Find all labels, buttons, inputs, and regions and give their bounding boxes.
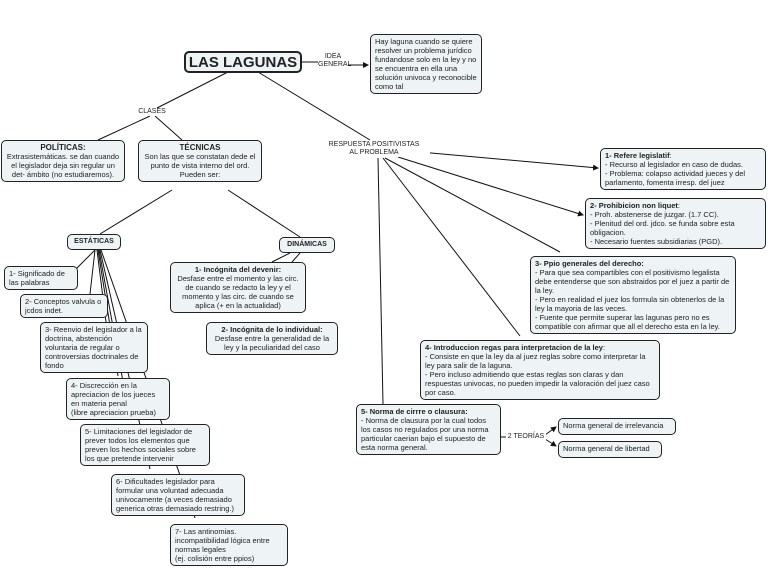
respuesta-1-node[interactable]: 1- Refere legislatif:- Recurso al legisl… (600, 148, 766, 190)
teoria-libertad-node[interactable]: Norma general de libertad (558, 441, 662, 458)
dinamica-1-text: Desfase entre el momento y las circ. de … (177, 274, 299, 310)
respuesta-2-node[interactable]: 2- Prohibicion non liquet:- Proh. absten… (585, 198, 766, 249)
teoria-irrelevancia-node[interactable]: Norma general de irrelevancia (558, 418, 676, 435)
link-label-2-teorias: 2 TEORÍAS (506, 433, 546, 441)
respuesta-1-text: - Recurso al legislador en caso de dudas… (605, 160, 746, 187)
dinamica-2-heading: 2- Incógnita de lo individual: (221, 325, 323, 334)
respuesta-5-node[interactable]: 5- Norma de cirrre o clausura:- Norma de… (356, 404, 501, 455)
estatica-item-1[interactable]: 1- Significado de las palabras (4, 266, 78, 290)
respuesta-1-heading: 1- Refere legislatif (605, 151, 670, 160)
respuesta-3-node[interactable]: 3- Ppio generales del derecho:- Para que… (530, 256, 736, 334)
respuesta-5-text: - Norma de clausura por la cual todos lo… (361, 416, 489, 452)
dinamica-item-2[interactable]: 2- Incógnita de lo individual:Desfase en… (206, 322, 338, 355)
dinamica-2-text: Desfase entre la generalidad de la ley y… (214, 334, 330, 352)
tecnicas-heading: TÉCNICAS (179, 143, 221, 152)
estatica-item-5[interactable]: 5- Limitaciones del legislador de prever… (80, 424, 210, 466)
estatica-item-4[interactable]: 4- Discrección en la apreciacion de los … (66, 378, 170, 420)
respuesta-3-heading: 3- Ppio generales del derecho: (535, 259, 644, 268)
link-label-respuesta: RESPUESTA POSITIVISTAS AL PROBLEMA (318, 141, 430, 157)
respuesta-4-node[interactable]: 4- Introduccion regas para interpretacio… (420, 340, 660, 400)
dinamica-item-1[interactable]: 1- Incógnita del devenir:Desfase entre e… (170, 262, 306, 313)
respuesta-3-text: - Para que sea compartibles con el posit… (535, 268, 730, 331)
idea-general-node[interactable]: Hay laguna cuando se quiere resolver un … (370, 34, 482, 94)
dinamicas-node[interactable]: DINÁMICAS (279, 237, 335, 253)
politicas-heading: POLÍTICAS: (40, 143, 86, 152)
estatica-item-7[interactable]: 7- Las antinomias. incompatibilidad lógi… (170, 524, 288, 566)
respuesta-4-text: - Consiste en que la ley da al juez regl… (425, 352, 650, 397)
estatica-item-6[interactable]: 6- Dificultades legislador para formular… (111, 474, 245, 516)
politicas-node[interactable]: POLÍTICAS:Extrasistemáticas. se dan cuan… (1, 140, 125, 182)
respuesta-4-heading: 4- Introduccion regas para interpretacio… (425, 343, 603, 352)
respuesta-5-heading: 5- Norma de cirrre o clausura: (361, 407, 468, 416)
estatica-item-3[interactable]: 3- Reenvio del legislador a la doctrina,… (40, 322, 148, 373)
tecnicas-text: Son las que se constatan dede el punto d… (144, 152, 256, 179)
dinamica-1-heading: 1- Incógnita del devenir: (194, 265, 282, 274)
estatica-item-2[interactable]: 2- Conceptos valvula o jcdos indet. (20, 294, 108, 318)
link-label-clases: CLASES (135, 108, 169, 116)
link-label-idea-general: IDEA GENERAL (318, 53, 352, 69)
main-topic-las-lagunas[interactable]: LAS LAGUNAS (184, 51, 302, 73)
politicas-text: Extrasistemáticas. se dan cuando el legi… (6, 152, 120, 179)
estaticas-node[interactable]: ESTÁTICAS (67, 234, 121, 250)
respuesta-2-text: - Proh. abstenerse de juzgar. (1.7 CC). … (590, 210, 735, 246)
respuesta-2-heading: 2- Prohibicion non liquet (590, 201, 678, 210)
